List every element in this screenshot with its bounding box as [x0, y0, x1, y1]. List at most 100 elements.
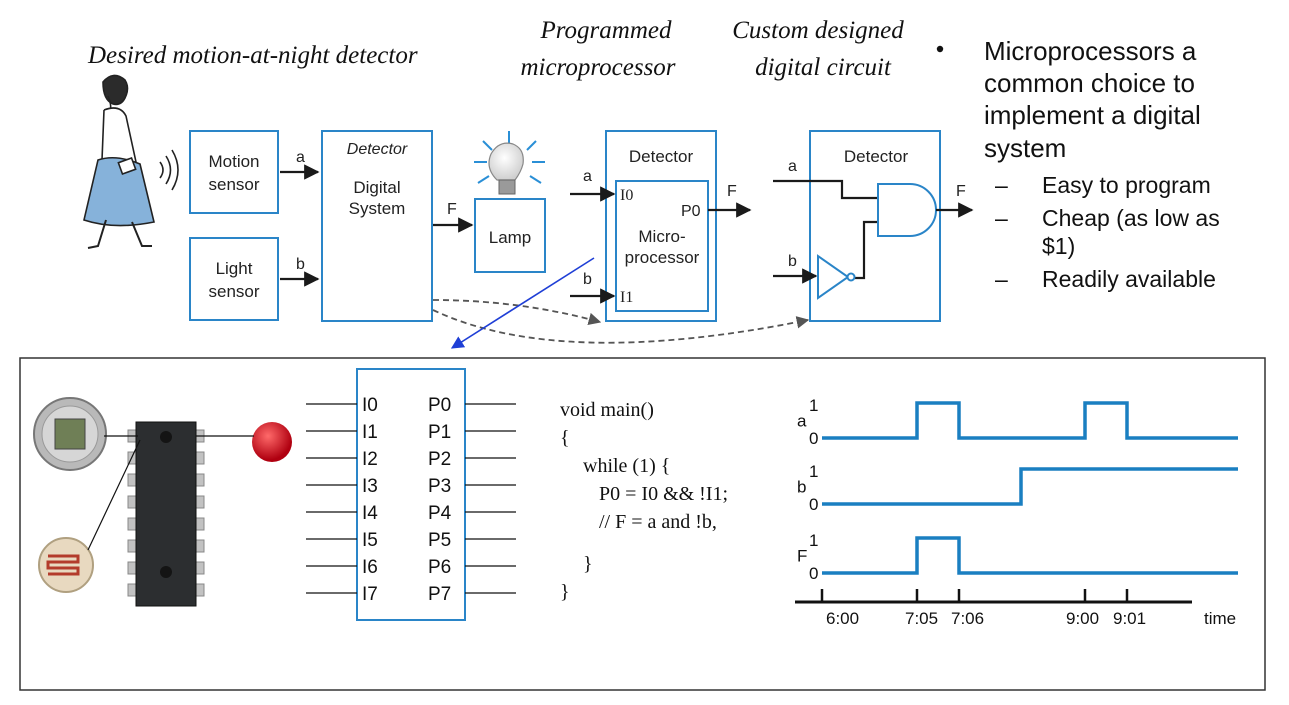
woman-figure: [83, 74, 179, 249]
signal-F-label: F: [447, 201, 457, 218]
sub-bullet-cheap-line1: Cheap (as low as: [1042, 205, 1220, 231]
micro-pin-p0: P0: [681, 203, 701, 220]
bullet-main-line3: implement a digital: [984, 100, 1201, 130]
chip-input-pin-label: I5: [362, 530, 378, 551]
timing-waveform-F: [822, 536, 1238, 575]
lightbulb-icon: [474, 131, 545, 195]
light-sensor-label-2: sensor: [208, 282, 259, 301]
sub-dash-2: –: [995, 205, 1008, 231]
time-tick-label: 6:00: [826, 609, 859, 628]
light-sensor-box: [189, 237, 279, 321]
motion-sensor-box: [189, 130, 279, 214]
red-led-photo: [252, 422, 292, 462]
timing-signal-name: b: [797, 478, 806, 497]
circuit-wire-notb-to-and: [852, 220, 878, 280]
chip-output-pin-label: P6: [428, 557, 451, 578]
digital-system-box: [321, 130, 433, 322]
chip-input-pin-label: I2: [362, 449, 378, 470]
timing-high-label: 1: [809, 462, 818, 481]
circuit-signal-F: F: [956, 183, 966, 200]
photo-wires: [87, 435, 254, 551]
code-line-4: P0 = I0 && !I1;: [599, 483, 728, 505]
micro-signal-b: b: [583, 271, 592, 288]
chip-input-pin-label: I6: [362, 557, 378, 578]
chip-input-pin-label: I7: [362, 584, 378, 605]
signal-b-label: b: [296, 256, 305, 273]
dashed-arrow-to-micro: [432, 299, 602, 326]
signal-a-label: a: [296, 149, 305, 166]
circuit-wire-a-to-and: [838, 179, 878, 200]
and-gate-icon: [877, 183, 937, 237]
sub-bullet-cheap-line2: $1): [1042, 233, 1075, 259]
micro-signal-a: a: [583, 168, 592, 185]
digital-system-label-1: Digital: [353, 178, 400, 197]
microcontroller-chip-photo: [127, 421, 205, 607]
time-axis-label: time: [1204, 609, 1236, 628]
timing-signal-name: F: [797, 547, 807, 566]
bullet-main-line4: system: [984, 133, 1066, 163]
micro-detector-title: Detector: [629, 147, 694, 166]
micro-signal-F: F: [727, 183, 737, 200]
timing-high-label: 1: [809, 531, 818, 550]
chip-input-pin-label: I4: [362, 503, 378, 524]
sub-bullet-readily: Readily available: [1042, 266, 1216, 292]
chip-input-pin-label: I0: [362, 395, 378, 416]
code-line-2: {: [560, 427, 570, 449]
chip-output-pin-label: P7: [428, 584, 451, 605]
bullet-main-line2: common choice to: [984, 68, 1195, 98]
timing-low-label: 0: [809, 495, 818, 514]
bullet-main-line1: Microprocessors a: [984, 36, 1197, 66]
code-line-6: }: [583, 553, 593, 575]
microprocessor-inner-box: [615, 180, 709, 312]
chip-output-pin-label: P3: [428, 476, 451, 497]
lamp-box: [474, 198, 546, 273]
time-tick-label: 9:01: [1113, 609, 1146, 628]
time-tick-label: 7:06: [951, 609, 984, 628]
digital-system-detector: Detector: [347, 141, 408, 158]
chip-pinout-box: [356, 368, 466, 621]
blue-pointer-arrow: [450, 257, 595, 349]
motion-sensor-label-1: Motion: [208, 152, 259, 171]
motion-sensor-label-2: sensor: [208, 175, 259, 194]
chip-input-pin-label: I1: [362, 422, 378, 443]
heading-programmed-line1: Programmed: [539, 17, 672, 44]
timing-low-label: 0: [809, 564, 818, 583]
chip-output-pin-label: P0: [428, 395, 451, 416]
code-line-3: while (1) {: [583, 455, 670, 477]
dashed-arrow-to-circuit: [432, 309, 810, 344]
heading-programmed-line2: microprocessor: [520, 54, 675, 81]
timing-signal-name: a: [797, 412, 807, 431]
timing-low-label: 0: [809, 429, 818, 448]
lamp-label: Lamp: [489, 228, 532, 247]
sub-dash-3: –: [995, 266, 1008, 292]
circuit-signal-b: b: [788, 253, 797, 270]
timing-high-label: 1: [809, 396, 818, 415]
micro-pin-i1: I1: [620, 289, 633, 306]
chip-input-pin-label: I3: [362, 476, 378, 497]
code-line-5: // F = a and !b,: [599, 511, 717, 533]
time-tick-label: 7:05: [905, 609, 938, 628]
digital-system-label-2: System: [349, 199, 406, 218]
not-gate-bubble: [846, 272, 856, 282]
timing-waveform-b: [822, 467, 1238, 506]
code-line-7: }: [560, 581, 570, 603]
bullet-dot: [936, 45, 944, 53]
code-line-1: void main(): [560, 399, 654, 421]
motion-sensor-photo: [33, 397, 107, 471]
chip-output-pin-label: P5: [428, 530, 451, 551]
circuit-signal-a: a: [788, 158, 797, 175]
time-tick-label: 9:00: [1066, 609, 1099, 628]
chip-output-pin-label: P1: [428, 422, 451, 443]
bottom-panel: [19, 357, 1266, 691]
micro-body-1: Micro-: [638, 227, 685, 246]
timing-waveform-a: [822, 401, 1238, 440]
micro-body-2: processor: [625, 248, 700, 267]
light-sensor-photo: [38, 537, 94, 593]
micro-pin-i0: I0: [620, 187, 633, 204]
circuit-detector-title: Detector: [844, 147, 909, 166]
chip-output-pin-label: P4: [428, 503, 452, 524]
not-gate-icon: [817, 254, 850, 300]
light-sensor-label-1: Light: [216, 259, 253, 278]
